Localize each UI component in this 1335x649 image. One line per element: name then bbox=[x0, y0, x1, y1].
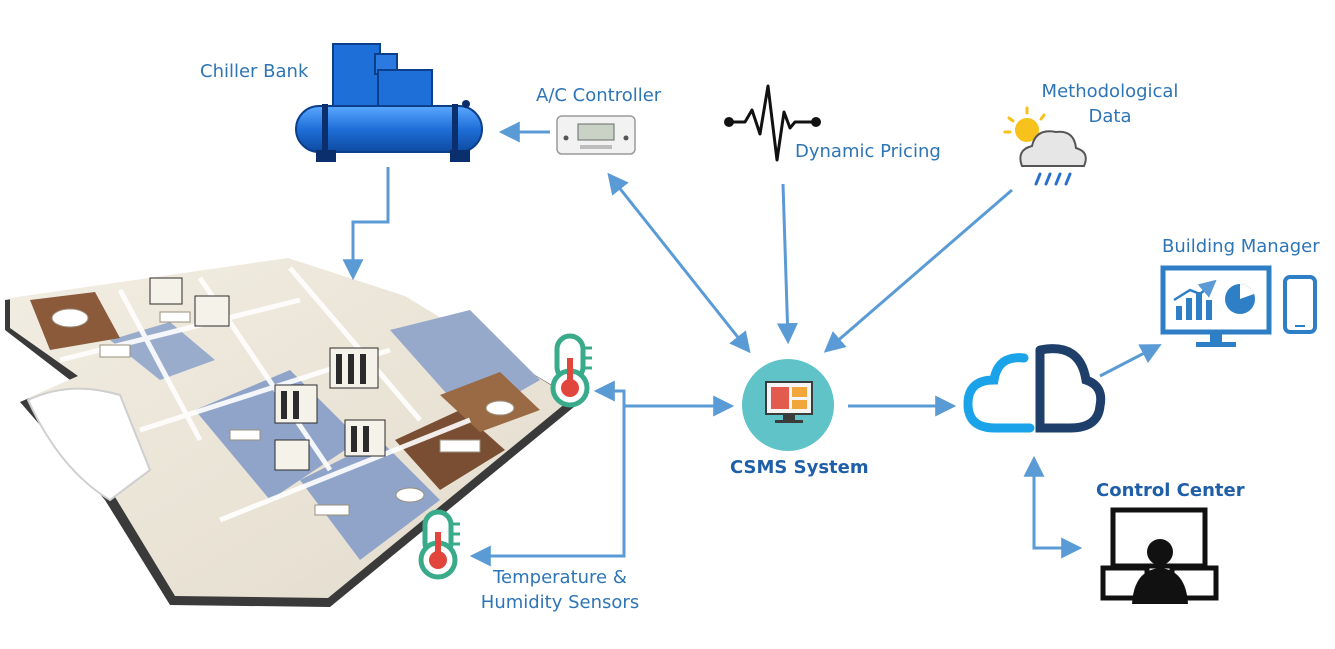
thermometer-icon bbox=[418, 509, 460, 580]
arrow-sensors-bracket bbox=[469, 380, 626, 567]
cloud-icon bbox=[963, 344, 1106, 433]
arrow-csms-controller bbox=[607, 172, 751, 354]
dynamic-pricing-label: Dynamic Pricing bbox=[795, 141, 941, 162]
pulse-icon bbox=[724, 84, 821, 162]
sensors-label: Temperature & Humidity Sensors bbox=[470, 565, 650, 615]
thermometer-icon bbox=[550, 333, 592, 408]
csms-system-label: CSMS System bbox=[730, 457, 869, 478]
weather-icon bbox=[1003, 106, 1087, 186]
control-center-icon bbox=[1100, 507, 1219, 604]
arrow-weather-to-csms bbox=[823, 188, 1013, 353]
arrow-pricing-to-csms bbox=[776, 183, 798, 345]
csms-icon bbox=[742, 359, 834, 451]
building-manager-icon bbox=[1160, 265, 1317, 347]
connection-arrows bbox=[342, 121, 1162, 567]
arrow-chiller-to-floor bbox=[342, 167, 390, 281]
methodological-data-label: Methodological Data bbox=[1030, 79, 1190, 129]
methodological-data-line1: Methodological bbox=[1041, 81, 1179, 102]
arrow-cloud-control bbox=[1023, 455, 1083, 559]
ac-controller-label: A/C Controller bbox=[536, 85, 662, 106]
chiller-bank-label: Chiller Bank bbox=[200, 61, 309, 82]
control-center-label: Control Center bbox=[1096, 480, 1245, 501]
arrow-cloud-to-manager bbox=[1099, 344, 1162, 378]
sensors-line2: Humidity Sensors bbox=[480, 592, 640, 613]
chiller-bank-icon bbox=[295, 43, 483, 162]
building-manager-label: Building Manager bbox=[1162, 236, 1320, 257]
ac-controller-icon bbox=[556, 115, 636, 155]
methodological-data-line2: Data bbox=[1088, 106, 1132, 127]
sensors-line1: Temperature & bbox=[493, 567, 627, 588]
